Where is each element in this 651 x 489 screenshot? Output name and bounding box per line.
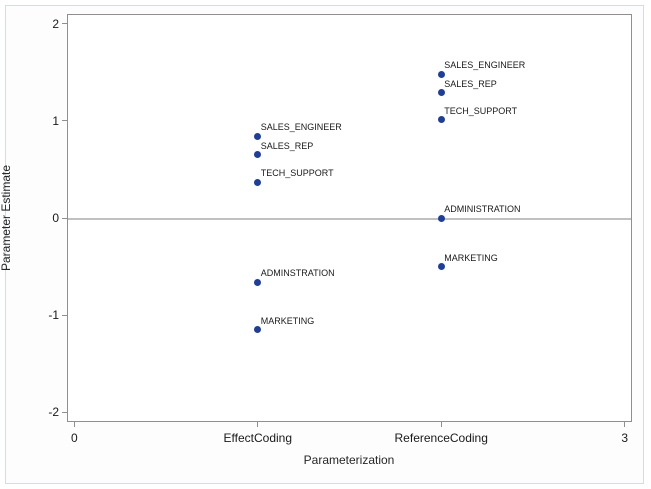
data-point (254, 278, 262, 286)
y-axis-title: Parameter Estimate (0, 164, 13, 272)
data-point (254, 151, 262, 159)
data-point-label: SALES_REP (444, 78, 497, 89)
y-tick-mark (62, 217, 67, 219)
x-tick-mark (257, 422, 259, 427)
data-point-label: ADMINSTRATION (260, 268, 335, 279)
data-point-label: TECH_SUPPORT (260, 168, 334, 179)
plot-area (67, 14, 632, 422)
data-point (437, 214, 445, 222)
data-point-label: SALES_ENGINEER (444, 60, 526, 71)
y-tick-mark (62, 411, 67, 413)
zero-reference-line (68, 218, 631, 220)
data-point-label: MARKETING (444, 252, 498, 263)
y-tick-label: 0 (52, 211, 59, 225)
data-point-label: SALES_REP (260, 140, 314, 151)
y-tick-label: -2 (48, 405, 59, 420)
x-axis-title: Parameterization (303, 453, 395, 467)
x-tick-label: 3 (621, 431, 628, 445)
y-tick-mark (62, 314, 67, 316)
x-tick-mark (624, 422, 626, 427)
data-point (254, 178, 262, 186)
x-tick-mark (440, 422, 442, 427)
data-point (437, 70, 445, 78)
data-point-label: MARKETING (260, 315, 315, 326)
y-tick-mark (62, 23, 67, 25)
data-point-label: SALES_ENGINEER (260, 122, 342, 133)
x-tick-label: EffectCoding (223, 431, 293, 445)
data-point-label: TECH_SUPPORT (444, 105, 518, 116)
x-tick-label: 0 (70, 431, 78, 445)
data-point (437, 89, 445, 97)
x-tick-mark (73, 422, 75, 427)
data-point (437, 116, 445, 124)
y-tick-label: 2 (52, 16, 59, 31)
data-point (254, 326, 262, 334)
data-point (437, 263, 445, 271)
data-point (254, 132, 262, 140)
y-tick-label: 1 (52, 113, 59, 128)
data-point-label: ADMINISTRATION (444, 204, 521, 214)
y-tick-mark (62, 120, 67, 122)
y-tick-label: -1 (48, 308, 59, 323)
x-tick-label: ReferenceCoding (394, 431, 488, 445)
